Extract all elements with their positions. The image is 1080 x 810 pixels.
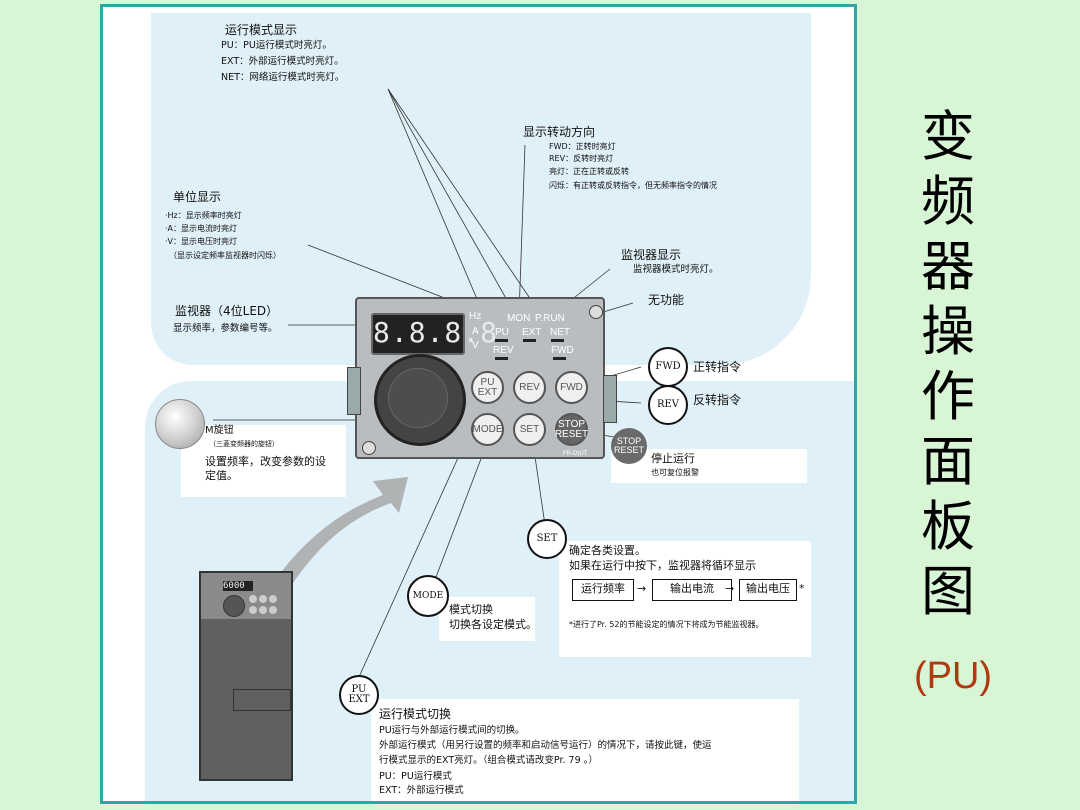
- set-note: *进行了Pr. 52的节能设定的情况下将成为节能监视器。: [569, 620, 764, 629]
- hz-indicator: Hz: [469, 311, 482, 322]
- m-dial-knob[interactable]: [374, 354, 466, 446]
- net-led: [551, 339, 564, 342]
- rev-cmd-label: 反转指令: [693, 393, 742, 407]
- no-function-label: 无功能: [648, 293, 685, 307]
- rev-button[interactable]: REV: [513, 371, 546, 404]
- pu-ext-line-2: 外部运行模式（用另行设置的频率和启动信号运行）的情况下，请按此键，使运: [379, 740, 712, 751]
- rotation-display-line-3: 亮灯：正在正转或反转: [549, 167, 629, 176]
- unit-display-heading: 单位显示: [173, 190, 222, 204]
- rotation-display-line-2: REV：反转时亮灯: [549, 154, 614, 163]
- m-knob-heading: M旋钮: [205, 425, 234, 436]
- rotation-display-line-1: FWD：正转时亮灯: [549, 142, 616, 151]
- pu-ext-line-1: PU运行与外部运行模式间的切换。: [379, 725, 525, 736]
- rev-key-icon: REV: [648, 385, 688, 425]
- run-mode-display-line-3: NET：网络运行模式时亮灯。: [221, 72, 345, 83]
- a-indicator: A: [472, 326, 479, 337]
- set-line-2: 如果在运行中按下，监视器将循环显示: [569, 559, 756, 572]
- set-key-icon: SET: [527, 519, 567, 559]
- monitor-led-heading: 监视器（4位LED）: [175, 304, 279, 318]
- rev-indicator: REV: [493, 345, 514, 356]
- flow-run-frequency: 运行频率: [572, 579, 634, 601]
- set-button[interactable]: SET: [513, 413, 546, 446]
- pu-ext-line-4: PU：PU运行模式: [379, 771, 452, 782]
- ext-led: [523, 339, 536, 342]
- run-mode-display-line-1: PU：PU运行模式时亮灯。: [221, 40, 332, 51]
- flow-arrow-2: →: [725, 582, 735, 595]
- panel-side-clip-left: [347, 367, 361, 415]
- rotation-display-line-4: 闪烁：有正转或反转指令，但无频率指令的情况: [549, 181, 717, 190]
- pu-led: [495, 339, 508, 342]
- m-knob-sub: （三菱变频器的旋钮）: [209, 440, 279, 448]
- flow-arrow-1: →: [637, 582, 647, 595]
- inverter-screen: 6000: [223, 581, 253, 591]
- rev-led: [495, 357, 508, 360]
- run-mode-display-line-2: EXT：外部运行模式时亮灯。: [221, 56, 344, 67]
- run-mode-display-heading: 运行模式显示: [225, 23, 298, 37]
- set-line-1: 确定各类设置。: [569, 544, 646, 557]
- flow-star: *: [799, 582, 805, 595]
- pu-ext-line-5: EXT：外部运行模式: [379, 785, 464, 796]
- unit-display-line-3: ·V：显示电压时亮灯: [165, 237, 238, 246]
- fwd-button[interactable]: FWD: [555, 371, 588, 404]
- monitor-display-line: 监视器模式时亮灯。: [633, 264, 719, 275]
- panel-side-clip-right: [603, 375, 617, 423]
- monitor-display-heading: 监视器显示: [621, 248, 682, 262]
- m-knob-line-1: 设置频率，改变参数的设: [205, 455, 326, 468]
- fwd-indicator: FWD: [551, 345, 574, 356]
- m-knob-box: [181, 425, 346, 497]
- model-label: FR-D)UT: [563, 451, 588, 457]
- pu-ext-box: [371, 699, 799, 801]
- vertical-title: 变频器操作面板图: [921, 105, 975, 623]
- m-knob-icon: [155, 399, 205, 449]
- screw-icon: [589, 305, 603, 319]
- unit-display-line-4: （显示设定频率监视器时闪烁）: [169, 251, 281, 260]
- flow-output-voltage: 输出电压: [739, 579, 797, 601]
- pu-indicator: PU: [495, 327, 509, 338]
- inverter-unit-image: 6000: [199, 571, 293, 781]
- mode-line: 切换各设定模式。: [449, 618, 537, 631]
- pu-ext-heading: 运行模式切换: [379, 707, 452, 721]
- ext-indicator: EXT: [522, 327, 542, 338]
- four-digit-led-display: 8.8.8.8: [371, 313, 497, 355]
- mode-box: [439, 597, 535, 641]
- mode-button[interactable]: MODE: [471, 413, 504, 446]
- mode-heading: 模式切换: [449, 603, 493, 616]
- flow-output-current: 输出电流: [652, 579, 732, 601]
- v-indicator: V: [472, 340, 479, 351]
- fwd-cmd-label: 正转指令: [693, 360, 742, 374]
- title-suffix: (PU): [913, 655, 993, 697]
- fwd-key-icon: FWD: [648, 347, 688, 387]
- screw-icon: [362, 441, 376, 455]
- diagram-frame: 运行模式显示 PU：PU运行模式时亮灯。 EXT：外部运行模式时亮灯。 NET：…: [100, 4, 857, 804]
- stop-line-2: 也可复位报警: [651, 468, 699, 477]
- unit-display-line-2: ·A：显示电流时亮灯: [165, 224, 238, 233]
- inverter-terminal-cover: [233, 689, 291, 711]
- mon-indicator: MON: [507, 313, 531, 324]
- m-knob-line-2: 定值。: [205, 469, 238, 482]
- mode-key-icon: MODE: [407, 575, 449, 617]
- operation-panel: 8.8.8.8 Hz A V MON P.RUN PU EXT NET REV …: [355, 297, 605, 459]
- stop-line-1: 停止运行: [651, 452, 695, 465]
- unit-display-line-1: ·Hz：显示频率时亮灯: [165, 211, 242, 220]
- monitor-led-line: 显示频率，参数编号等。: [173, 323, 278, 334]
- net-indicator: NET: [550, 327, 570, 338]
- fwd-led: [553, 357, 566, 360]
- prun-indicator: P.RUN: [535, 313, 565, 324]
- inverter-dial: [223, 595, 245, 617]
- rotation-display-heading: 显示转动方向: [523, 125, 596, 139]
- pu-ext-line-3: 行模式显示的EXT亮灯。（组合模式请改变Pr. 79 。）: [379, 755, 598, 766]
